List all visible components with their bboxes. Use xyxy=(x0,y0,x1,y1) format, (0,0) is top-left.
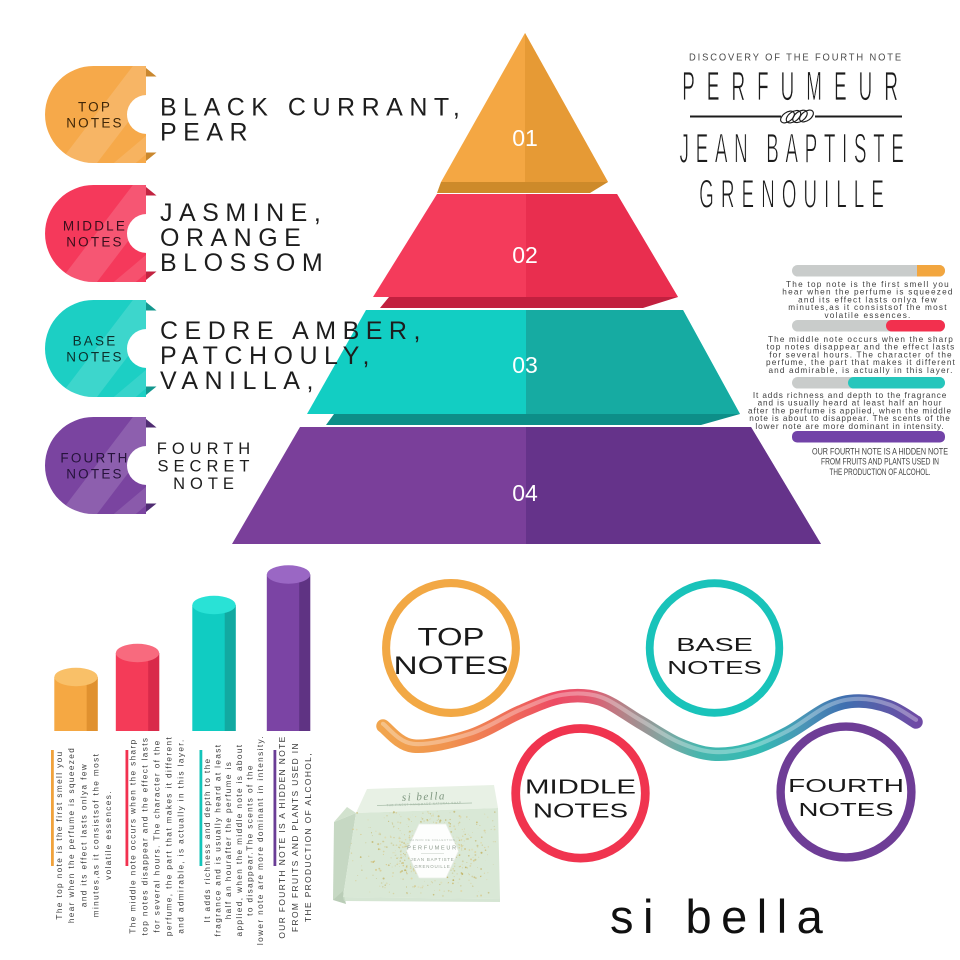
svg-text:NOTES: NOTES xyxy=(533,801,628,823)
svg-text:top notes disappear and the ef: top notes disappear and the effect lasts xyxy=(141,737,150,936)
svg-text:PEAR: PEAR xyxy=(160,119,254,147)
svg-text:The middle note occurs when th: The middle note occurs when the sharp xyxy=(768,335,954,344)
svg-text:to disappear.The scents of the: to disappear.The scents of the xyxy=(245,764,254,916)
svg-text:lower note are more dominant i: lower note are more dominant in intensit… xyxy=(755,422,944,431)
svg-text:The middle note occurs when th: The middle note occurs when the sharp xyxy=(129,738,138,933)
svg-text:FOURTH: FOURTH xyxy=(157,440,255,458)
svg-text:FROM FRUITS AND PLANTS USED IN: FROM FRUITS AND PLANTS USED IN xyxy=(821,457,939,467)
svg-text:hear when the perfume is squee: hear when the perfume is squeezed xyxy=(67,747,76,923)
svg-text:hear when the perfume is squee: hear when the perfume is squeezed xyxy=(782,288,953,297)
svg-text:volatile essences.: volatile essences. xyxy=(104,790,113,880)
svg-text:after the perfume is applied,: after the perfume is applied, when the m… xyxy=(748,406,952,415)
svg-text:JEAN BAPTISTE: JEAN BAPTISTE xyxy=(410,857,454,862)
svg-text:PERFUMEUR: PERFUMEUR xyxy=(682,63,910,109)
svg-text:TOP: TOP xyxy=(417,623,484,651)
svg-text:half an hourafter the perfume: half an hourafter the perfume is xyxy=(224,761,233,920)
svg-text:TOP: TOP xyxy=(78,100,112,115)
svg-text:GRENOUILLE: GRENOUILLE xyxy=(414,864,450,869)
svg-text:top notes disappear and the ef: top notes disappear and the effect lasts xyxy=(767,343,956,352)
svg-text:perfume, the part that makes i: perfume, the part that makes it differen… xyxy=(766,358,956,367)
svg-text:MAISON DE COLLECTION: MAISON DE COLLECTION xyxy=(409,838,455,842)
svg-text:PERFUMEUR: PERFUMEUR xyxy=(407,846,458,852)
svg-text:PATCHOULY,: PATCHOULY, xyxy=(160,342,376,370)
svg-text:The top note is the first smel: The top note is the first smell you xyxy=(786,280,950,289)
svg-text:and its effect lasts onlya few: and its effect lasts onlya few xyxy=(79,763,88,907)
svg-text:CEDRE AMBER,: CEDRE AMBER, xyxy=(160,317,427,345)
svg-text:for several hours. The charact: for several hours. The character of the xyxy=(769,350,953,359)
svg-text:OUR FOURTH NOTE IS A HIDDEN NO: OUR FOURTH NOTE IS A HIDDEN NOTE xyxy=(812,446,948,456)
svg-text:and its effect lasts onlya few: and its effect lasts onlya few xyxy=(798,295,938,304)
svg-text:JASMINE,: JASMINE, xyxy=(160,199,327,227)
svg-text:BASE: BASE xyxy=(73,334,118,349)
svg-text:OUR FOURTH NOTE IS A HIDDEN NO: OUR FOURTH NOTE IS A HIDDEN NOTE xyxy=(277,735,287,938)
svg-text:and is usually heard at least: and is usually heard at least half an ho… xyxy=(758,399,943,408)
svg-text:si bella: si bella xyxy=(402,790,446,804)
svg-text:NOTES: NOTES xyxy=(66,466,124,481)
svg-text:minutes,as it consistsof the m: minutes,as it consistsof the most xyxy=(92,753,101,918)
svg-text:and admirable, is actually in: and admirable, is actually in this layer… xyxy=(177,738,186,933)
svg-text:FOURTH: FOURTH xyxy=(60,451,129,466)
svg-text:VANILLA,: VANILLA, xyxy=(160,367,320,395)
svg-text:MIDDLE: MIDDLE xyxy=(63,219,127,234)
svg-text:minutes,as it consistsof the m: minutes,as it consistsof the most xyxy=(788,303,948,312)
svg-text:lower note are more dominant i: lower note are more dominant in intensit… xyxy=(256,735,265,945)
svg-text:NOTES: NOTES xyxy=(393,652,508,680)
svg-text:03: 03 xyxy=(512,352,538,378)
svg-text:NOTES: NOTES xyxy=(667,657,762,678)
svg-text:ORANGE: ORANGE xyxy=(160,224,307,252)
svg-text:FOURTH: FOURTH xyxy=(788,775,904,796)
svg-text:NOTES: NOTES xyxy=(66,349,124,364)
svg-text:NOTES: NOTES xyxy=(66,234,124,249)
svg-text:THE PRODUCTION OF ALCOHOL,: THE PRODUCTION OF ALCOHOL, xyxy=(303,752,313,922)
svg-text:It adds richness and depth to: It adds richness and depth to the xyxy=(203,758,212,923)
svg-text:FROM FRUITS AND PLANTS USED IN: FROM FRUITS AND PLANTS USED IN xyxy=(290,742,300,932)
svg-text:fragrance and is usually heard: fragrance and is usually heard at least xyxy=(214,744,223,937)
svg-text:01: 01 xyxy=(512,125,538,151)
svg-text:SECRET: SECRET xyxy=(158,458,255,476)
svg-text:BASE: BASE xyxy=(676,634,753,655)
svg-text:The top note is the first smel: The top note is the first smell you xyxy=(55,750,64,919)
svg-text:JEAN BAPTISTE: JEAN BAPTISTE xyxy=(680,124,911,172)
svg-text:note is about to disappear. Th: note is about to disappear. The scents o… xyxy=(749,414,950,423)
svg-text:perfume, the part that makes i: perfume, the part that makes it differen… xyxy=(165,736,174,936)
svg-text:BLOSSOM: BLOSSOM xyxy=(160,249,329,277)
svg-text:applied, when the middle note: applied, when the middle note is about xyxy=(235,744,244,937)
svg-text:DISCOVERY OF THE FOURTH NOTE: DISCOVERY OF THE FOURTH NOTE xyxy=(689,53,903,64)
svg-text:for several hours. The charact: for several hours. The character of the xyxy=(153,739,162,932)
svg-text:04: 04 xyxy=(512,480,538,506)
svg-text:NOTES: NOTES xyxy=(66,115,124,130)
svg-text:volatile essences.: volatile essences. xyxy=(824,311,911,320)
svg-text:and admirable, is actually in: and admirable, is actually in this layer… xyxy=(768,366,953,375)
svg-text:THE PRODUCTION OF ALCOHOL.: THE PRODUCTION OF ALCOHOL. xyxy=(830,467,931,477)
svg-text:THE FINEST HANDMADE NATURAL SO: THE FINEST HANDMADE NATURAL SOAP xyxy=(386,801,461,808)
svg-text:02: 02 xyxy=(512,242,538,268)
svg-text:GRENOUILLE: GRENOUILLE xyxy=(699,170,891,216)
svg-text:It adds richness and depth to: It adds richness and depth to the fragra… xyxy=(753,391,947,400)
svg-text:NOTE: NOTE xyxy=(173,475,239,493)
svg-text:si bella: si bella xyxy=(610,890,832,943)
svg-text:NOTES: NOTES xyxy=(799,799,894,820)
svg-text:MIDDLE: MIDDLE xyxy=(525,777,636,799)
svg-text:BLACK CURRANT,: BLACK CURRANT, xyxy=(160,94,466,122)
